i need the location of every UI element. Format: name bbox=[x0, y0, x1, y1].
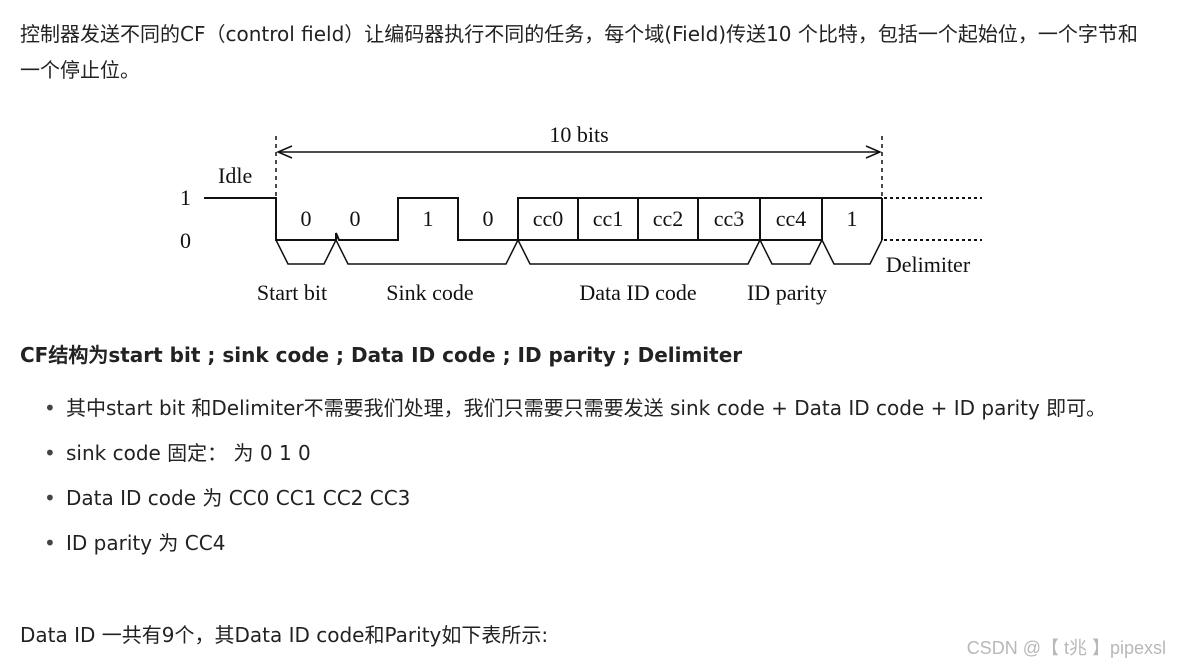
group-label-delimiter: Delimiter bbox=[886, 252, 971, 277]
timing-diagram-svg: 10 bits Idle 1 0 0 0 1 0 cc0 cc1 cc2 cc3… bbox=[180, 122, 982, 305]
data-id-code-brace bbox=[517, 239, 761, 265]
span-arrow-left-head bbox=[276, 145, 293, 159]
cf-notes-list: • 其中start bit 和Delimiter不需要我们处理，我们只需要只需要… bbox=[40, 390, 1140, 570]
list-item-text: 其中start bit 和Delimiter不需要我们处理，我们只需要只需要发送… bbox=[66, 396, 1107, 420]
bit-label: cc1 bbox=[593, 206, 624, 231]
group-label-start-bit: Start bit bbox=[257, 280, 327, 305]
id-parity-brace bbox=[759, 239, 823, 265]
data-id-paragraph: Data ID 一共有9个，其Data ID code和Parity如下表所示: bbox=[20, 623, 549, 647]
level-low-label: 0 bbox=[180, 228, 191, 253]
bit-label: 1 bbox=[847, 206, 858, 231]
level-high-label: 1 bbox=[180, 185, 191, 210]
start-bit-brace bbox=[275, 239, 337, 265]
list-item-text: sink code 固定： 为 0 1 0 bbox=[66, 441, 311, 465]
group-label-sink-code: Sink code bbox=[386, 280, 473, 305]
bit-label: cc2 bbox=[653, 206, 684, 231]
group-label-id-parity: ID parity bbox=[747, 280, 827, 305]
bullet-icon: • bbox=[44, 486, 56, 510]
list-item: • Data ID code 为 CC0 CC1 CC2 CC3 bbox=[40, 480, 1140, 516]
list-item-text: ID parity 为 CC4 bbox=[66, 531, 226, 555]
bit-label: cc4 bbox=[776, 206, 807, 231]
list-item-text: Data ID code 为 CC0 CC1 CC2 CC3 bbox=[66, 486, 411, 510]
delimiter-brace bbox=[821, 239, 883, 265]
bullet-icon: • bbox=[44, 396, 56, 420]
bit-label: 0 bbox=[350, 206, 361, 231]
intro-paragraph: 控制器发送不同的CF（control field）让编码器执行不同的任务，每个域… bbox=[20, 22, 1138, 82]
cf-timing-diagram: 10 bits Idle 1 0 0 0 1 0 cc0 cc1 cc2 cc3… bbox=[160, 108, 1000, 318]
idle-label: Idle bbox=[218, 163, 252, 188]
span-arrow-right-head bbox=[865, 145, 882, 159]
bullet-icon: • bbox=[44, 531, 56, 555]
bit-label: 1 bbox=[423, 206, 434, 231]
span-label: 10 bits bbox=[549, 122, 608, 147]
list-item: • ID parity 为 CC4 bbox=[40, 525, 1140, 561]
bit-label: 0 bbox=[483, 206, 494, 231]
csdn-watermark: CSDN @【 t兆 】pipexsl bbox=[966, 638, 1166, 658]
bullet-icon: • bbox=[44, 441, 56, 465]
bit-label: 0 bbox=[301, 206, 312, 231]
cf-structure-heading: CF结构为start bit ; sink code ; Data ID cod… bbox=[20, 343, 743, 367]
list-item: • sink code 固定： 为 0 1 0 bbox=[40, 435, 1140, 471]
bit-label: cc3 bbox=[714, 206, 745, 231]
sink-code-brace bbox=[335, 239, 519, 265]
list-item: • 其中start bit 和Delimiter不需要我们处理，我们只需要只需要… bbox=[40, 390, 1140, 426]
bit-label: cc0 bbox=[533, 206, 564, 231]
group-label-data-id-code: Data ID code bbox=[579, 280, 696, 305]
